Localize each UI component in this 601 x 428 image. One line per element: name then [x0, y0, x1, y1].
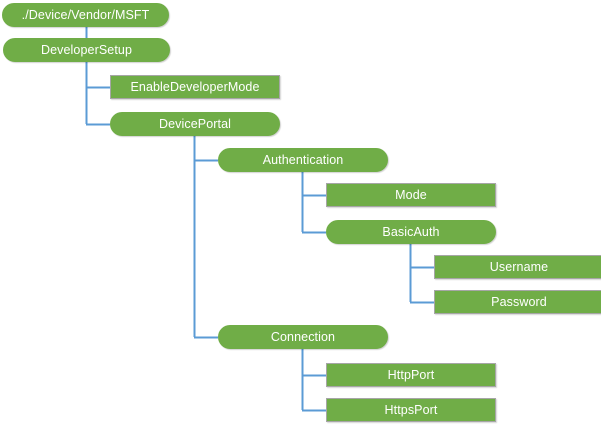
- node-label: HttpsPort: [384, 402, 438, 417]
- node-password[interactable]: Password: [434, 290, 601, 314]
- node-label: Authentication: [262, 152, 344, 167]
- node-label: DevicePortal: [158, 116, 232, 131]
- node-basicauth[interactable]: BasicAuth: [326, 220, 496, 244]
- node-label: HttpPort: [387, 367, 435, 382]
- node-connection[interactable]: Connection: [218, 325, 388, 349]
- node-label: DeveloperSetup: [40, 42, 133, 57]
- node-label: Connection: [270, 329, 336, 344]
- node-label: ./Device/Vendor/MSFT: [21, 7, 150, 22]
- node-label: Username: [489, 259, 549, 274]
- node-developersetup[interactable]: DeveloperSetup: [3, 38, 170, 62]
- node-label: Password: [491, 294, 547, 309]
- node-root[interactable]: ./Device/Vendor/MSFT: [2, 3, 169, 27]
- node-httpport[interactable]: HttpPort: [326, 363, 496, 387]
- node-enabledevelopermode[interactable]: EnableDeveloperMode: [110, 75, 280, 99]
- node-mode[interactable]: Mode: [326, 183, 496, 207]
- node-label: BasicAuth: [382, 224, 440, 239]
- node-label: EnableDeveloperMode: [130, 79, 260, 94]
- node-deviceportal[interactable]: DevicePortal: [110, 112, 280, 136]
- node-authentication[interactable]: Authentication: [218, 148, 388, 172]
- node-label: Mode: [395, 187, 427, 202]
- node-username[interactable]: Username: [434, 255, 601, 279]
- node-httpsport[interactable]: HttpsPort: [326, 398, 496, 422]
